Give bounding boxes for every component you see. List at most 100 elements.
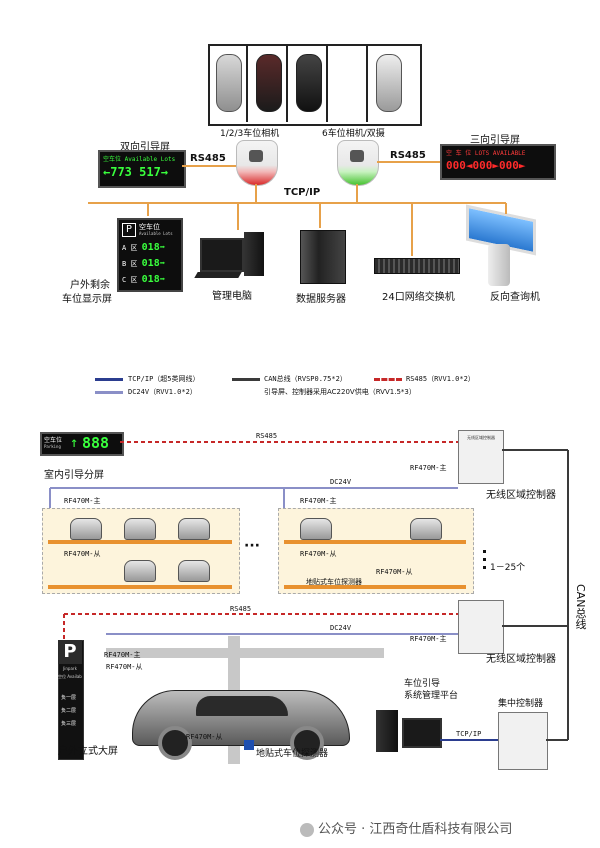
orange-beam [48, 540, 232, 544]
car-front [300, 518, 332, 540]
arrow-right-icon: ➡ [159, 275, 166, 285]
ellipsis-label: ··· [244, 538, 260, 554]
wheel [290, 726, 324, 760]
legend-swatch-rs485 [374, 378, 402, 381]
orange-beam [48, 585, 232, 589]
tower-sub2: 空位 Available [58, 674, 82, 679]
wireless-controller-box [458, 600, 504, 654]
orange-beam [284, 540, 466, 544]
tower-row: 负三层 [61, 710, 79, 727]
car-topview [296, 54, 322, 112]
car-front [70, 518, 102, 540]
wheel [158, 726, 192, 760]
outdoor-sign-header: 空车位 [139, 223, 160, 231]
detector-label-bottom: 地贴式车位探测器 [256, 749, 329, 759]
platform-label-1: 车位引导 [404, 679, 441, 689]
car-topview [376, 54, 402, 112]
tcpip-label-top: TCP/IP [284, 187, 321, 198]
detector-label: 地贴式车位探测器 [306, 578, 362, 586]
camera-label-left: 1/2/3车位相机 [220, 129, 280, 139]
two-way-sign-title: 双向引导屏 [120, 142, 170, 153]
outdoor-sign-caption-2: 车位显示屏 [62, 294, 112, 305]
platform-pc-tower [376, 710, 398, 752]
legend-can: CAN总线（RVSP0.75*2） [264, 375, 347, 383]
dc24v-label: DC24V [330, 478, 352, 486]
pc-tower [244, 232, 264, 276]
monitor [200, 238, 244, 272]
indoor-sign-label: 空车位 [44, 437, 63, 444]
indoor-sign-value: 888 [82, 434, 110, 452]
zone-value: 018 [141, 258, 160, 269]
beam [106, 648, 384, 658]
camera-label-right: 6车位相机/双摄 [322, 129, 385, 139]
rf-main-label: RF470M-主 [410, 464, 447, 472]
rf-main-label: RF470M-主 [410, 635, 447, 643]
camera-lens [249, 150, 263, 162]
zone-label: A 区 [122, 244, 138, 252]
bay-divider [326, 44, 328, 122]
car-window [196, 696, 288, 716]
wireless-controller-label-2: 无线区域控制器 [486, 654, 556, 665]
zone-value: 018 [141, 274, 160, 285]
tower-row-label: 负三层 [61, 721, 77, 727]
arrow-up-icon: ↑ [70, 435, 79, 451]
rs485-left-label: RS485 [190, 153, 226, 164]
wireless-controller-label-1: 无线区域控制器 [486, 490, 556, 501]
zone-label: C 区 [122, 276, 138, 284]
platform-monitor [402, 718, 442, 748]
wechat-icon [300, 822, 314, 837]
rf-slave-label: RF470M-从 [300, 550, 337, 558]
tower-row: 负一层 [61, 684, 79, 701]
detector-icon [244, 740, 254, 750]
bay-divider [246, 44, 248, 122]
three-way-sign: 空 车 位 LOTS AVAILABLE 000◄000►000► [440, 144, 556, 180]
rs485-right-label: RS485 [390, 150, 426, 161]
watermark-text: 公众号 · 江西奇仕盾科技有限公司 [318, 822, 513, 837]
indoor-sign-sub: Parking [44, 444, 61, 449]
server-icon [300, 230, 346, 284]
arrow-right-icon: ➡ [159, 243, 166, 253]
two-way-sign: 空车位 Available Lots ←773 517→ [98, 150, 186, 188]
legend-dc24v: DC24V（RVV1.0*2） [128, 388, 197, 396]
rf-main-label: RF470M-主 [64, 497, 101, 505]
legend-tcpip: TCP/IP（超5类网线） [128, 375, 200, 383]
zone-value: 018 [141, 242, 160, 253]
tower-row: 负二层 [61, 697, 79, 714]
outdoor-sign-caption-1: 户外剩余 [70, 280, 110, 291]
device-label-kiosk: 反向查询机 [490, 292, 540, 303]
rf-slave-label: RF470M-从 [376, 568, 413, 576]
legend-note: 引导屏、控制器采用AC220V供电（RVV1.5*3） [264, 388, 416, 396]
device-label-pc: 管理电脑 [212, 291, 252, 302]
three-way-sign-title: 三向引导屏 [470, 135, 520, 146]
car-front [124, 560, 156, 582]
legend-swatch-dc24v [95, 391, 123, 394]
device-label-switch: 24口网络交换机 [382, 292, 455, 303]
watermark: 公众号 · 江西奇仕盾科技有限公司 [300, 818, 512, 837]
platform-label-2: 系统管理平台 [404, 691, 459, 701]
kiosk-stand [488, 244, 510, 286]
rf-slave-label: RF470M-从 [64, 550, 101, 558]
rf-slave-label: RF470M-从 [186, 733, 223, 741]
tower-top: P [58, 640, 82, 664]
tcpip-label-bottom: TCP/IP [456, 730, 482, 738]
arrow-right-icon: ➡ [159, 259, 166, 269]
device-label-server: 数据服务器 [296, 294, 346, 305]
network-switch-icon [374, 258, 460, 274]
legend-swatch-can [232, 378, 260, 381]
car-topview [256, 54, 282, 112]
camera-red [236, 140, 278, 186]
camera-lens [350, 150, 364, 162]
car-front [178, 518, 210, 540]
outdoor-sign-sub: Available Lots [139, 231, 173, 236]
zone-row: A 区 018➡ [122, 242, 165, 253]
dc24v-label: DC24V [330, 624, 352, 632]
three-way-sign-line1: 空 车 位 LOTS AVAILABLE [446, 150, 526, 157]
wireless-controller-box: 无线区域控制器 [458, 430, 504, 484]
tower-sub: Jinpark [63, 666, 77, 671]
orange-beam [284, 585, 466, 589]
indoor-guide-sign: 空车位 Parking ↑ 888 [40, 432, 124, 456]
car-front [410, 518, 442, 540]
outdoor-remaining-sign: P 空车位 Available Lots A 区 018➡ B 区 018➡ C… [117, 218, 183, 292]
zone-row: C 区 018➡ [122, 274, 165, 285]
